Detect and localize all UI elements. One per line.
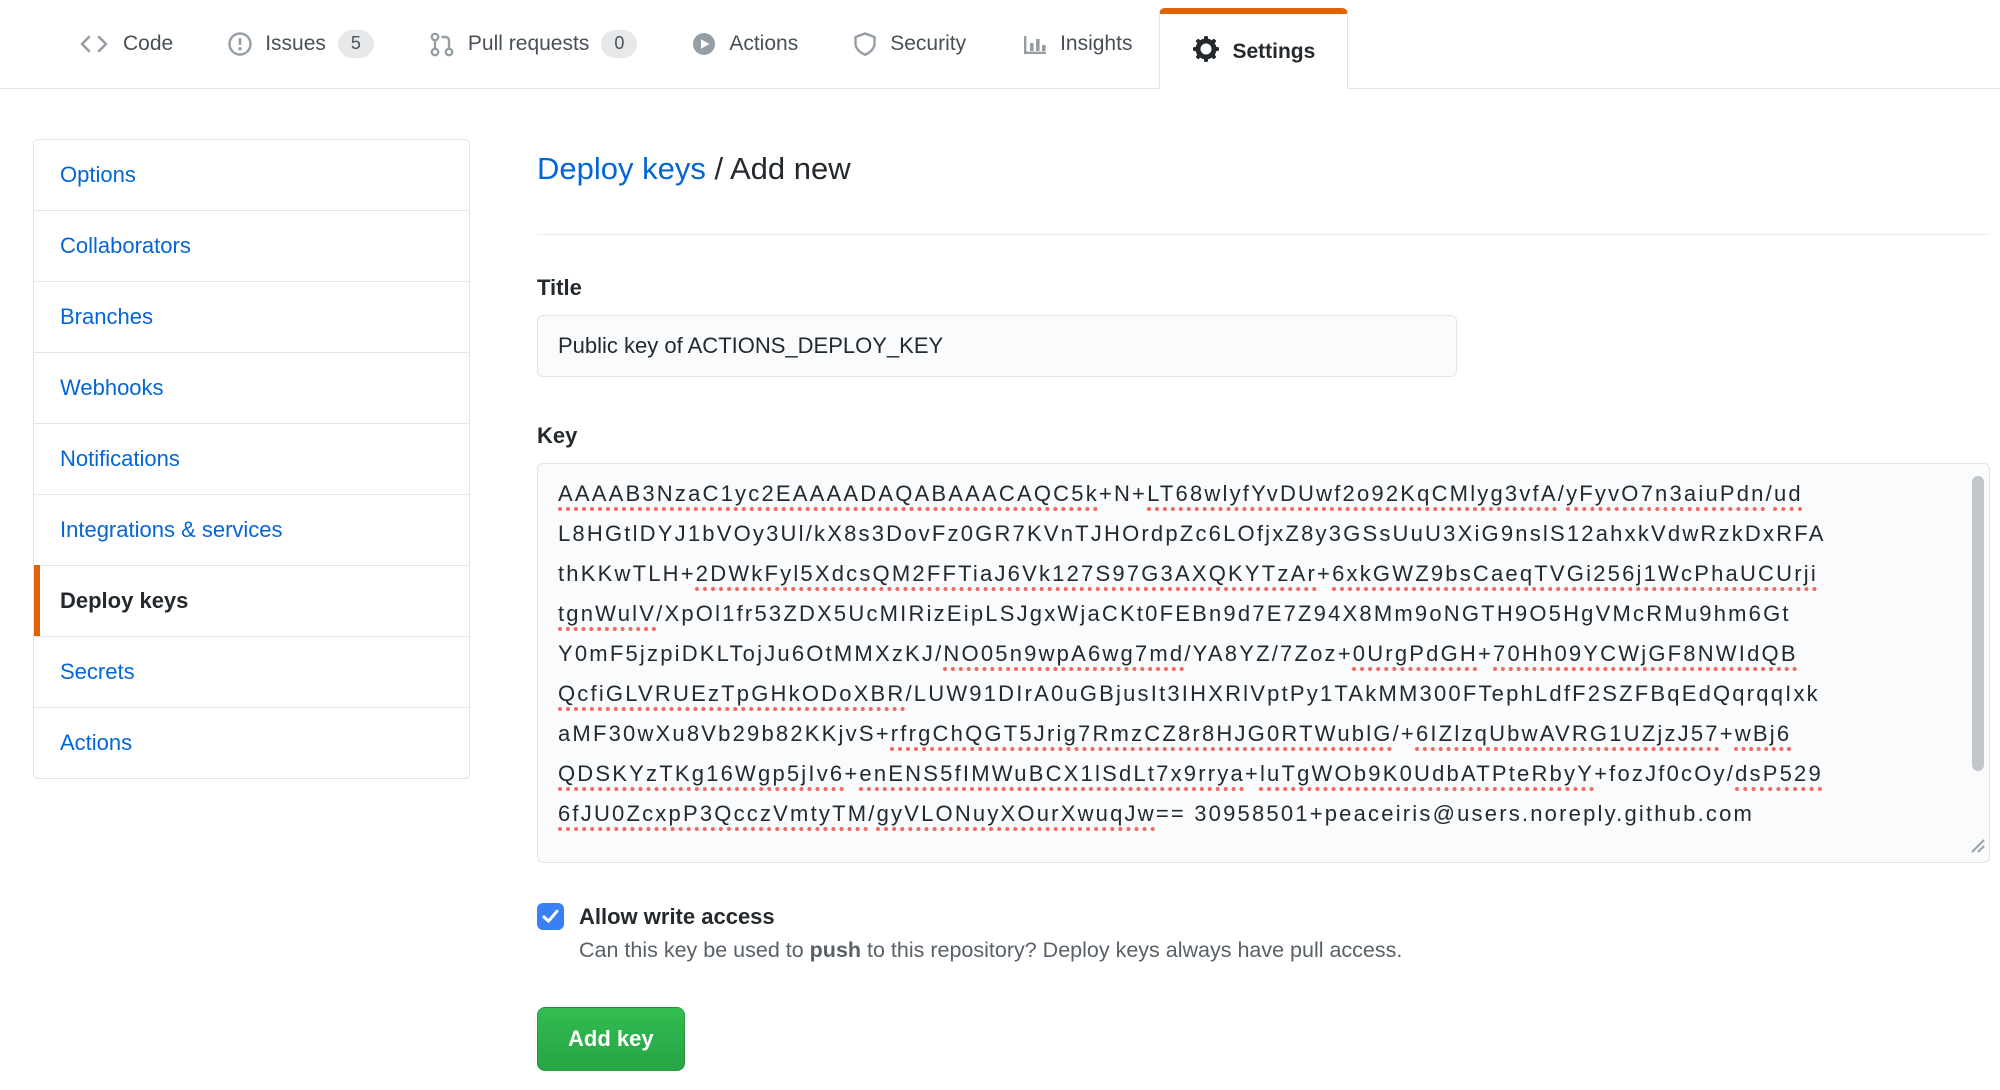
key-line: thKKwTLH+2DWkFyl5XdcsQM2FFTiaJ6Vk127S97G… [558, 561, 1818, 586]
key-line: Y0mF5jzpiDKLTojJu6OtMMXzKJ/NO05n9wpA6wg7… [558, 641, 1798, 666]
title-field-label: Title [537, 275, 582, 300]
resize-grip-icon[interactable] [1967, 835, 1987, 860]
title-input[interactable] [537, 315, 1457, 377]
deploy-keys-breadcrumb-link[interactable]: Deploy keys [537, 151, 706, 186]
key-textarea[interactable]: AAAAB3NzaC1yc2EAAAADAQABAAACAQC5k+N+LT68… [537, 463, 1990, 863]
key-line: aMF30wXu8Vb29b82KKjvS+rfrgChQGT5Jrig7Rmz… [558, 721, 1792, 746]
key-line: L8HGtlDYJ1bVOy3Ul/kX8s3DovFz0GR7KVnTJHOr… [558, 521, 1826, 546]
allow-write-row: Allow write access [537, 903, 1990, 930]
desc-bold: push [809, 938, 862, 962]
allow-write-checkbox[interactable] [537, 903, 564, 930]
tab-settings[interactable]: Settings [1159, 8, 1349, 89]
desc-prefix: Can this key be used to [579, 938, 810, 962]
sidebar-item-branches[interactable]: Branches [34, 281, 469, 352]
key-field-label: Key [537, 423, 578, 448]
allow-write-label[interactable]: Allow write access [579, 903, 775, 929]
page-title: Deploy keys / Add new [537, 148, 1990, 235]
tab-label: Security [890, 32, 967, 55]
textarea-scrollbar-thumb[interactable] [1972, 476, 1984, 771]
sidebar-item-collaborators[interactable]: Collaborators [34, 210, 469, 281]
tab-label: Pull requests [467, 32, 590, 55]
key-line: QcfiGLVRUEzTpGHkODoXBR/LUW91DIrA0uGBjusI… [558, 681, 1820, 706]
tab-actions[interactable]: Actions [664, 0, 825, 89]
issue-opened-icon [227, 31, 253, 57]
repo-nav: Code Issues 5 Pull requests 0 Actions Se… [0, 0, 2000, 89]
sidebar-item-webhooks[interactable]: Webhooks [34, 352, 469, 423]
breadcrumb-separator: / [705, 151, 730, 186]
tab-code[interactable]: Code [50, 0, 200, 89]
key-text: AAAAB3NzaC1yc2EAAAADAQABAAACAQC5k+N+LT68… [558, 474, 1953, 834]
tab-pull-requests[interactable]: Pull requests 0 [401, 0, 664, 89]
tab-label: Settings [1232, 39, 1316, 63]
graph-icon [1020, 31, 1048, 57]
key-line: AAAAB3NzaC1yc2EAAAADAQABAAACAQC5k+N+LT68… [558, 481, 1803, 506]
settings-sidebar: Options Collaborators Branches Webhooks … [33, 139, 470, 779]
key-line: tgnWulV/XpOl1fr53ZDX5UcMIRizEipLSJgxWjaC… [558, 601, 1791, 626]
tab-label: Code [123, 32, 174, 55]
play-icon [691, 31, 717, 57]
issues-count-badge: 5 [337, 30, 374, 58]
pull-request-icon [428, 31, 456, 58]
main-content: Deploy keys / Add new Title Key AAAAB3Nz… [537, 148, 1990, 1071]
tab-insights[interactable]: Insights [993, 0, 1159, 89]
desc-suffix: to this repository? Deploy keys always h… [861, 938, 1403, 962]
gear-icon [1192, 35, 1220, 69]
sidebar-item-actions[interactable]: Actions [34, 707, 469, 778]
sidebar-item-notifications[interactable]: Notifications [34, 423, 469, 494]
pull-requests-count-badge: 0 [601, 30, 638, 58]
tab-security[interactable]: Security [825, 0, 993, 89]
tab-label: Issues [265, 32, 326, 55]
sidebar-item-options[interactable]: Options [60, 162, 136, 187]
key-line: 6fJU0ZcxpP3QcczVmtyTM/gyVLONuyXOurXwuqJw… [558, 801, 1755, 826]
add-key-button[interactable]: Add key [537, 1007, 685, 1071]
shield-icon [852, 31, 878, 57]
tab-issues[interactable]: Issues 5 [200, 0, 401, 89]
tab-label: Actions [729, 32, 799, 55]
key-line: QDSKYzTKg16Wgp5jIv6+enENS5fIMWuBCX1lSdLt… [558, 761, 1823, 786]
sidebar-item-integrations-services[interactable]: Integrations & services [34, 494, 469, 565]
breadcrumb-current: Add new [730, 151, 851, 186]
tab-label: Insights [1060, 32, 1133, 55]
allow-write-description: Can this key be used to push to this rep… [579, 938, 1990, 963]
code-icon [77, 31, 111, 57]
sidebar-item-secrets[interactable]: Secrets [34, 636, 469, 707]
sidebar-item-deploy-keys[interactable]: Deploy keys [34, 565, 469, 637]
